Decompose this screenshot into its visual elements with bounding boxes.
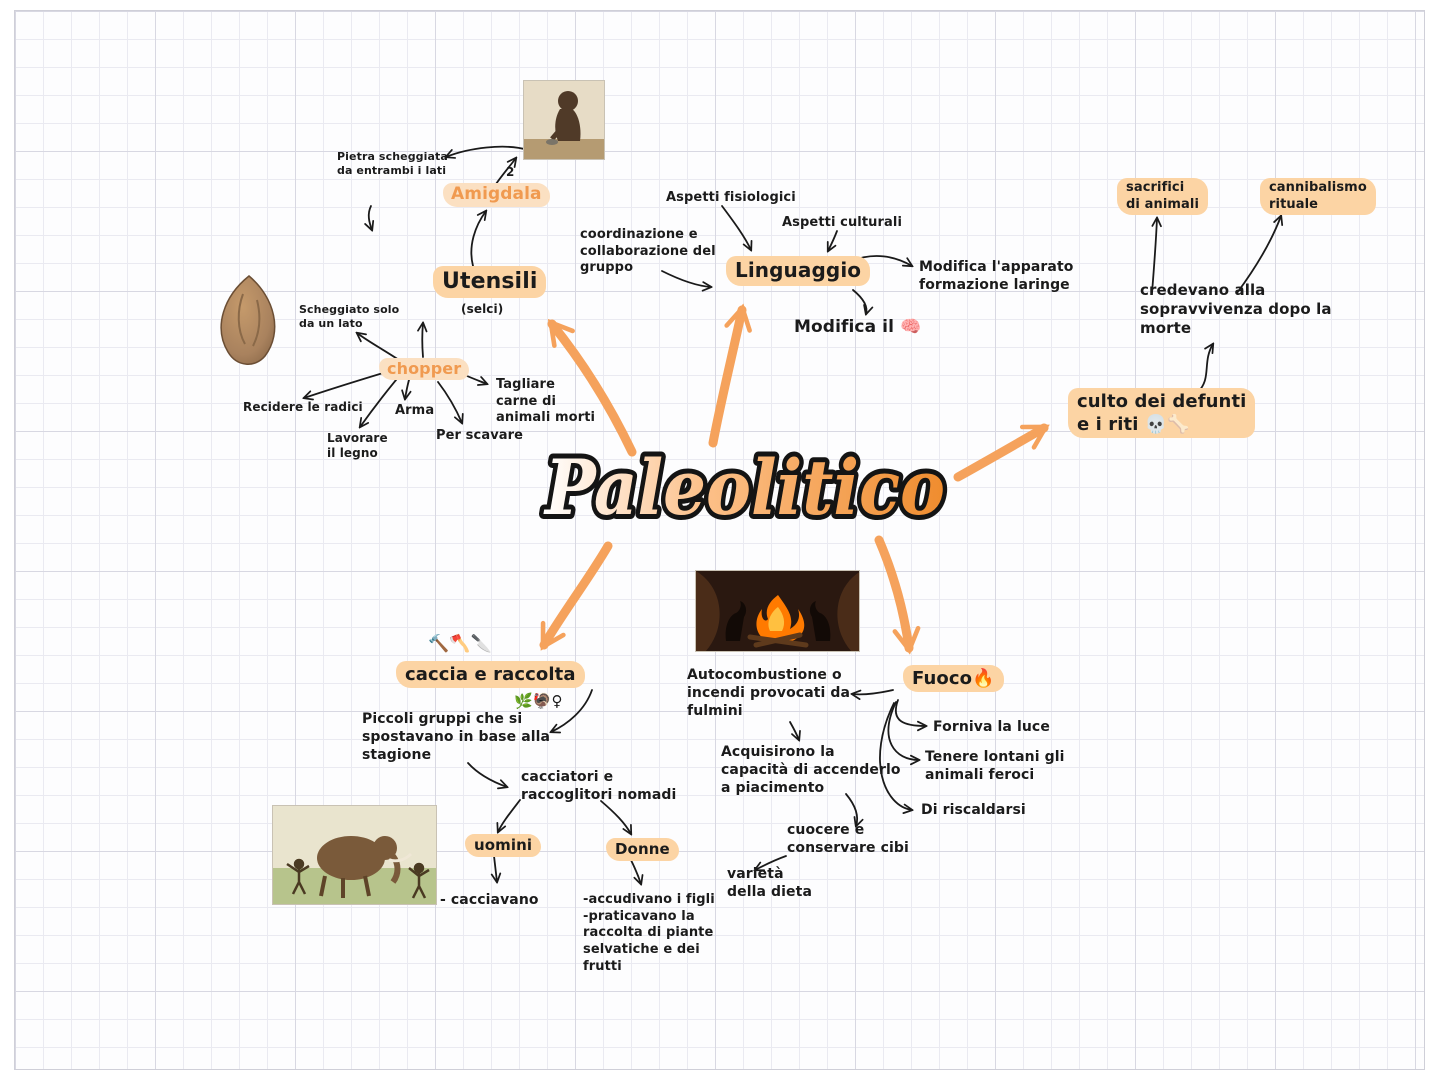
note-cuocere-conservare: cuocere e conservare cibi (787, 822, 909, 856)
note-selci: (selci) (461, 302, 504, 316)
note-aspetti-fisiologici: Aspetti fisiologici (666, 190, 796, 205)
note-lavorare-legno: Lavorare il legno (327, 431, 388, 461)
note-aspetti-culturali: Aspetti culturali (782, 215, 903, 230)
graph-paper-background (14, 10, 1425, 1070)
node-donne: Donne (606, 838, 679, 862)
note-per-scavare: Per scavare (436, 428, 524, 443)
note-pietra-scheggiata: Pietra scheggiata da entrambi i lati (337, 150, 448, 178)
note-animali-feroci: Tenere lontani gli animali feroci (925, 749, 1065, 783)
node-culto-defunti: culto dei defunti e i riti 💀🦴 (1068, 388, 1256, 439)
note-modifica-cervello: Modifica il 🧠 (794, 317, 922, 337)
node-fuoco: Fuoco🔥 (903, 665, 1004, 693)
note-donne-attivita: -accudivano i figli -praticavano la racc… (583, 892, 715, 974)
hunting-tools-icons: 🔨🪓🔪 (428, 634, 492, 654)
node-utensili: Utensili (433, 266, 547, 299)
note-acquisirono-capacita: Acquisirono la capacità di accenderlo a … (721, 744, 901, 796)
note-coordinazione: coordinazione e collaborazione del grupp… (580, 227, 716, 276)
note-cacciatori-nomadi: cacciatori e raccoglitori nomadi (521, 769, 677, 803)
note-arma: Arma (395, 403, 435, 418)
node-cannibalismo-rituale: cannibalismo rituale (1260, 178, 1376, 216)
node-caccia-raccolta: caccia e raccolta (396, 661, 585, 689)
node-uomini: uomini (465, 834, 542, 858)
note-piccoli-gruppi: Piccoli gruppi che si spostavano in base… (362, 711, 551, 763)
gathering-icons: 🌿🦃♀ (514, 692, 563, 710)
node-linguaggio: Linguaggio (726, 256, 871, 286)
node-sacrifici-animali: sacrifici di animali (1117, 178, 1209, 216)
note-forniva-luce: Forniva la luce (933, 719, 1050, 735)
note-scheggiato-solo: Scheggiato solo da un lato (299, 303, 400, 331)
note-varieta-dieta: varietà della dieta (727, 866, 812, 900)
note-riscaldarsi: Di riscaldarsi (921, 802, 1026, 818)
note-recidere-radici: Recidere le radici (243, 400, 363, 414)
note-cacciavano: - cacciavano (440, 892, 539, 908)
note-amigdala-count: 2 (506, 165, 515, 179)
note-tagliare-carne: Tagliare carne di animali morti (496, 377, 596, 426)
note-autocombustione: Autocombustione o incendi provocati da f… (687, 667, 851, 719)
note-modifica-apparato: Modifica l'apparato formazione laringe (919, 259, 1074, 293)
note-credevano-sopravvivenza: credevano alla sopravvivenza dopo la mor… (1140, 281, 1332, 338)
node-amigdala: Amigdala (443, 183, 550, 207)
node-chopper: chopper (379, 358, 470, 381)
